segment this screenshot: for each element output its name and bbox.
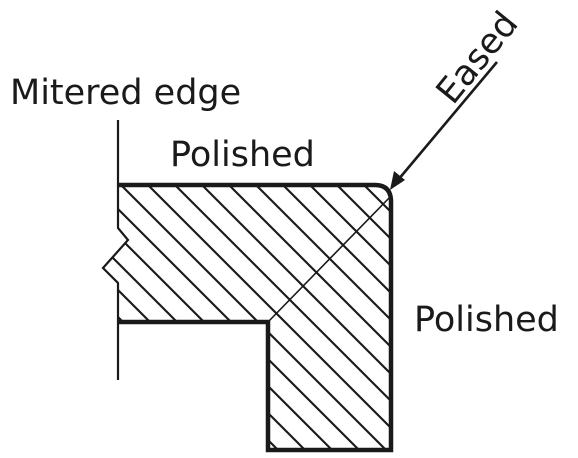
- hatch-line: [103, 185, 353, 450]
- hatch-line: [166, 185, 391, 450]
- hatch-line: [103, 185, 218, 450]
- hatch-line: [103, 185, 245, 450]
- hatch-line: [103, 185, 391, 450]
- hatch-line: [0, 150, 28, 458]
- hatch-line: [103, 185, 164, 450]
- polished-side-label: Polished: [414, 300, 559, 340]
- hatch-line: [103, 185, 137, 450]
- eased-label: Eased: [429, 4, 527, 111]
- hatch-line: [220, 185, 391, 450]
- hatch-line: [103, 185, 299, 450]
- eased-arrow-head: [390, 171, 405, 190]
- mitered-edge-label: Mitered edge: [10, 73, 241, 113]
- hatch-line: [247, 185, 391, 450]
- hatch-line: [103, 185, 272, 450]
- miter-joint-line: [267, 195, 392, 323]
- eased-arrow-shaft: [397, 61, 498, 181]
- hatch-line: [274, 185, 391, 450]
- hatch-line: [103, 185, 380, 450]
- hatch-line: [103, 185, 110, 450]
- hatch-line: [301, 185, 391, 450]
- hatch-line: [572, 150, 578, 458]
- hatch-line: [328, 185, 391, 450]
- hatch-line: [103, 185, 191, 450]
- hatch-line: [193, 185, 391, 450]
- hatch-line: [112, 185, 391, 450]
- polished-top-label: Polished: [170, 135, 315, 175]
- hatch-line: [103, 185, 326, 450]
- hatch-line: [0, 150, 82, 458]
- hatch-line: [139, 185, 391, 450]
- hatch-line: [0, 150, 1, 458]
- profile-outline: [118, 182, 394, 453]
- mitered-break-line: [101, 185, 130, 322]
- hatch-line: [0, 150, 55, 458]
